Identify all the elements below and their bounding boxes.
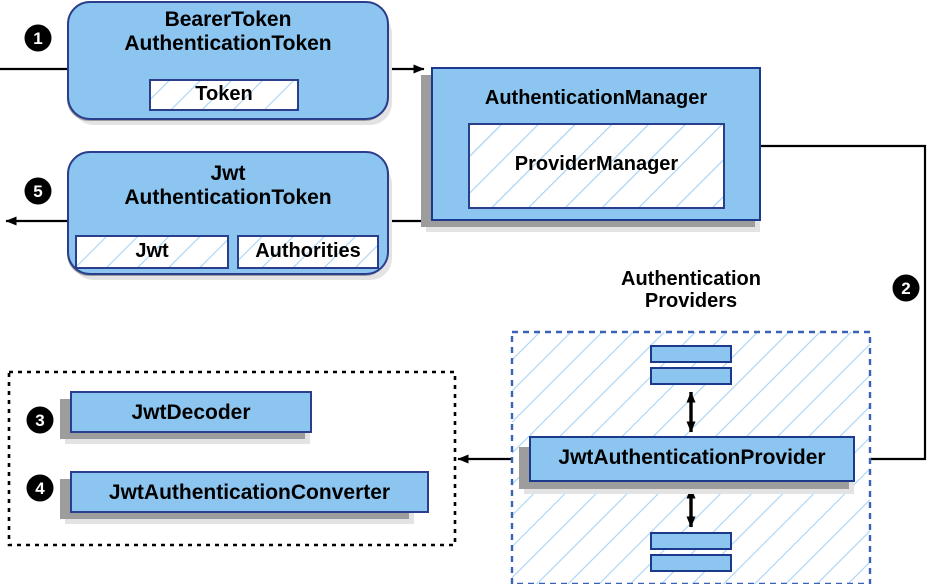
provider-stack-bottom [650, 532, 732, 572]
svg-text:3: 3 [35, 411, 44, 430]
svg-text:1: 1 [33, 29, 42, 48]
support-components-group [7, 370, 457, 547]
jwt-authentication-token-node[interactable] [67, 151, 392, 280]
step-badge-4: 4 [26, 474, 54, 502]
bearer-token-authentication-token-node[interactable] [67, 1, 392, 125]
svg-text:5: 5 [33, 182, 42, 201]
jwt-decoder-node[interactable] [60, 391, 312, 444]
step-badge-2: 2 [892, 274, 920, 302]
step-badge-5: 5 [24, 177, 52, 205]
step-badge-3: 3 [26, 406, 54, 434]
jwt-authentication-provider-node[interactable] [519, 436, 855, 494]
step-badge-1: 1 [24, 24, 52, 52]
svg-text:2: 2 [901, 279, 910, 298]
jwt-authentication-converter-node[interactable] [60, 471, 429, 524]
authentication-manager-node[interactable] [421, 67, 761, 232]
provider-stack-top [650, 345, 732, 385]
svg-text:4: 4 [35, 479, 45, 498]
